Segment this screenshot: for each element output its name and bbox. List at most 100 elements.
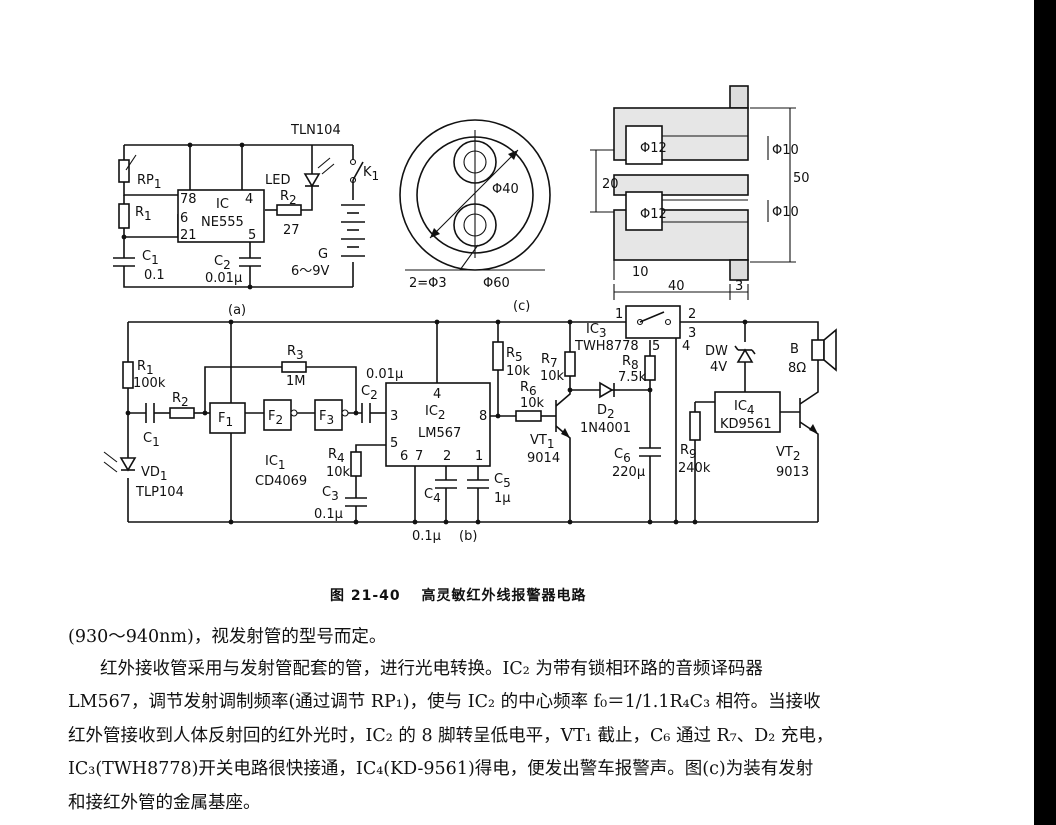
label: 1 <box>475 449 483 464</box>
body-text-line: 和接红外管的金属基座。 <box>68 793 261 813</box>
label: C2 <box>214 254 231 272</box>
label: 50 <box>793 171 810 186</box>
label: 10k <box>520 396 545 411</box>
label: R1 <box>135 205 152 223</box>
label: G <box>318 247 328 262</box>
label: 10k <box>506 364 531 379</box>
label: R6 <box>520 380 537 398</box>
label: 10k <box>326 465 351 480</box>
label: 2 <box>443 449 451 464</box>
label: R8 <box>622 354 639 372</box>
label: 0.1μ <box>412 529 441 544</box>
label: 240k <box>678 461 711 476</box>
twh8778-switch <box>625 305 681 339</box>
label: 220μ <box>612 465 645 480</box>
label: 3 <box>688 326 696 341</box>
label: C5 <box>494 472 511 490</box>
label: 2 <box>688 307 696 322</box>
schematic-a: TLN104 RP1 R1 C1 0.1 78 4 6 21 5 IC NE55… <box>113 123 379 318</box>
label: (c) <box>513 299 530 314</box>
label: B <box>790 342 799 357</box>
scan-margin <box>1030 0 1034 825</box>
speaker-icon <box>811 328 837 372</box>
label: 40 <box>668 279 685 294</box>
battery-icon <box>341 204 365 257</box>
label: Φ10 <box>772 205 799 220</box>
scan-edge-border <box>1034 0 1056 825</box>
label: 6～9V <box>291 264 330 279</box>
label: 3 <box>735 279 743 294</box>
label: K1 <box>363 165 379 183</box>
label: 6 <box>180 211 188 226</box>
label: 7 <box>415 449 423 464</box>
label: C3 <box>322 485 339 503</box>
label: C2 <box>361 384 378 402</box>
r2-resistor-a <box>276 204 302 216</box>
r9-resistor <box>689 411 701 441</box>
r1-resistor <box>122 361 134 389</box>
dw-zener-icon <box>736 348 754 363</box>
r2-resistor <box>169 407 195 419</box>
led-icon <box>303 173 321 188</box>
f1-gate <box>209 402 246 434</box>
label: IC1 <box>265 454 286 472</box>
r6-resistor <box>515 410 542 422</box>
label: 3 <box>390 409 398 424</box>
label: C1 <box>143 431 160 449</box>
label: 1 <box>615 307 623 322</box>
label: NE555 <box>201 215 244 230</box>
label: R4 <box>328 447 345 465</box>
body-text-line: 红外接收管采用与发射管配套的管，进行光电转换。IC₂ 为带有锁相环路的音频译码器 <box>100 659 763 679</box>
label: TLP104 <box>135 485 184 500</box>
label: 0.01μ <box>205 271 242 286</box>
ne555-chip <box>177 189 265 243</box>
label: IC <box>216 197 229 212</box>
label: R5 <box>506 346 523 364</box>
label: Φ12 <box>640 207 667 222</box>
label: F2 <box>268 409 283 427</box>
label: 0.1 <box>144 268 165 283</box>
label: VT1 <box>530 433 554 451</box>
label: Φ12 <box>640 141 667 156</box>
f3-gate <box>314 399 343 431</box>
label: 27 <box>283 223 300 238</box>
label: IC2 <box>425 404 446 422</box>
label: C4 <box>424 487 441 505</box>
label: 9014 <box>527 451 560 466</box>
vd1-photodiode-icon <box>119 457 137 472</box>
label: R1 <box>137 359 154 377</box>
label: Φ40 <box>492 182 519 197</box>
label: LED <box>265 173 290 188</box>
label: KD9561 <box>720 417 772 432</box>
label: R2 <box>280 189 297 207</box>
label: TLN104 <box>290 123 341 138</box>
label: Φ10 <box>772 143 799 158</box>
figure-caption: 图 21-40 高灵敏红外线报警器电路 <box>330 588 587 604</box>
label: 1M <box>286 374 306 389</box>
label: 8 <box>479 409 487 424</box>
label: 4V <box>710 360 727 375</box>
label: 21 <box>180 228 197 243</box>
circuit-figure: TLN104 RP1 R1 C1 0.1 78 4 6 21 5 IC NE55… <box>103 85 837 544</box>
body-text-line: IC₃(TWH8778)开关电路很快接通，IC₄(KD-9561)得电，便发出警… <box>68 759 814 779</box>
d2-diode-icon <box>599 381 614 399</box>
label: VT2 <box>776 445 800 463</box>
label: (b) <box>459 529 477 544</box>
label: R7 <box>541 352 558 370</box>
label: F3 <box>319 409 334 427</box>
label: 4 <box>433 387 441 402</box>
label: 20 <box>602 177 619 192</box>
r3-resistor <box>281 361 307 373</box>
label: 10 <box>632 265 649 280</box>
label: R2 <box>172 391 189 409</box>
label: 5 <box>248 228 256 243</box>
kd9561-chip <box>714 391 781 433</box>
lm567-chip <box>385 382 491 467</box>
label: 6 <box>400 449 408 464</box>
label: 8Ω <box>788 361 806 376</box>
label: DW <box>705 344 728 359</box>
label: C1 <box>142 249 159 267</box>
label: 1μ <box>494 491 511 506</box>
label: 0.01μ <box>366 367 403 382</box>
label: 5 <box>390 436 398 451</box>
